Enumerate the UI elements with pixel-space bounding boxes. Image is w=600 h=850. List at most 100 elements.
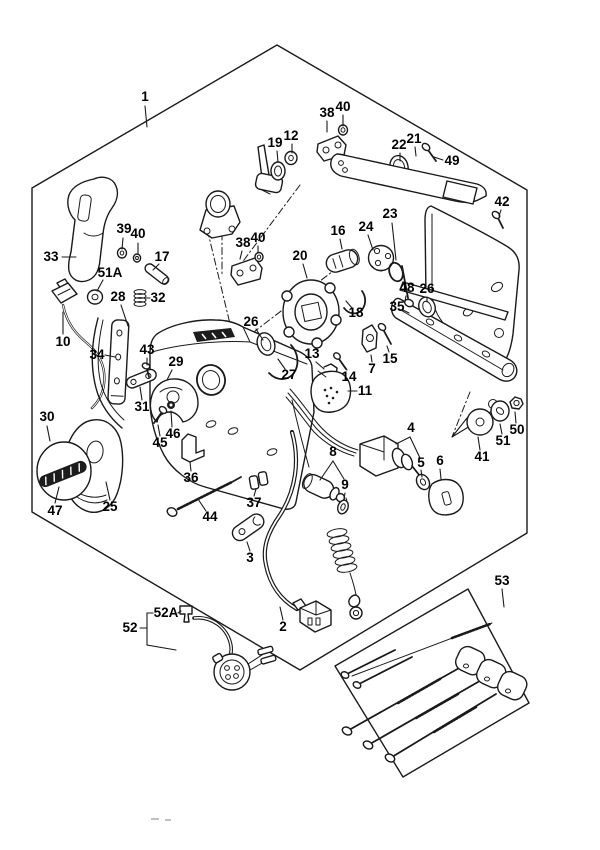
part-label-18: 18: [348, 305, 364, 320]
part-label-35: 35: [389, 299, 405, 314]
leader-line-44: [197, 498, 207, 512]
part-label-26: 26: [419, 281, 435, 296]
part-label-9: 9: [341, 477, 349, 492]
part-label-5: 5: [417, 455, 425, 470]
round-connector-52: [212, 652, 251, 691]
part-label-1: 1: [141, 89, 149, 104]
fuse-52A: [179, 605, 193, 623]
leader-line-53: [501, 588, 505, 608]
part-label-20: 20: [292, 248, 307, 263]
part-label-26: 26: [243, 314, 259, 329]
part-label-8: 8: [329, 444, 337, 459]
part-label-41: 41: [474, 449, 490, 464]
part-label-27: 27: [281, 367, 296, 382]
lanyard-coil: [326, 528, 363, 620]
part-label-29: 29: [168, 354, 183, 369]
kit-long-rod: [351, 622, 493, 677]
bracket-3: [231, 513, 265, 542]
part-label-32: 32: [150, 290, 165, 305]
leader-line-2: [279, 606, 284, 621]
leader-line-28: [120, 304, 129, 327]
screw-42: [491, 210, 504, 229]
stop-switch-8: [301, 473, 346, 503]
leader-line-13: [315, 361, 325, 370]
part-label-40: 40: [130, 226, 145, 241]
part-label-49: 49: [444, 153, 459, 168]
leader-line-51: [499, 423, 503, 435]
part-label-24: 24: [358, 219, 374, 234]
leader-line-26: [255, 328, 264, 341]
leader-line-50: [514, 411, 517, 424]
part-label-3: 3: [246, 550, 254, 565]
screw-48: [401, 265, 415, 308]
leader-line-47: [54, 486, 60, 504]
part-label-12: 12: [283, 128, 298, 143]
gasket-strip: [399, 281, 509, 321]
leader-line-29: [166, 369, 173, 381]
part-label-46: 46: [165, 426, 181, 441]
kit-box-53: [334, 588, 530, 778]
part-label-34: 34: [89, 347, 105, 362]
leader-line-14: [341, 362, 348, 371]
kit-long-screw: [362, 681, 479, 750]
kit-long-screw: [341, 666, 462, 736]
bushing-26-right: [418, 296, 436, 318]
lever-19: [254, 144, 286, 195]
bracket-38-lower: [230, 257, 263, 286]
kit-long-screw: [384, 693, 497, 763]
leader-line-7: [370, 354, 373, 363]
bezel-20: [281, 279, 342, 349]
leader-line-48: [404, 295, 407, 302]
leader-line-25: [105, 481, 111, 501]
part-label-36: 36: [183, 470, 199, 485]
part-label-21: 21: [406, 131, 422, 146]
grommet-41: [466, 408, 495, 436]
leader-line-23: [391, 222, 397, 261]
kit-rubber-caps: [454, 645, 528, 701]
leader-line-41: [477, 436, 481, 451]
part-label-42: 42: [494, 194, 509, 209]
kit-short-screws: [340, 649, 413, 689]
drum-24: [367, 244, 395, 272]
key-cover-6: [428, 478, 464, 516]
leader-line-34: [104, 354, 116, 358]
part-label-15: 15: [382, 351, 398, 366]
washer-40-lower: [254, 251, 264, 263]
leader-line-31: [139, 386, 143, 401]
part-label-40: 40: [250, 230, 265, 245]
shift-arm-inner: [97, 319, 125, 421]
pin-17: [144, 263, 170, 286]
screw-45: [153, 405, 168, 424]
part-label-30: 30: [39, 409, 54, 424]
circlip-18: [343, 290, 366, 315]
part-label-23: 23: [382, 206, 398, 221]
washer-39: [116, 247, 128, 259]
part-label-19: 19: [267, 135, 282, 150]
part-label-25: 25: [102, 499, 118, 514]
part-label-13: 13: [304, 346, 320, 361]
switch-10: [51, 278, 106, 410]
leader-line-1: [144, 105, 148, 128]
bracket-7: [361, 324, 378, 353]
part-label-43: 43: [139, 342, 155, 357]
part-label-16: 16: [330, 223, 346, 238]
part-label-52A: 52A: [154, 605, 179, 620]
leader-line-37: [253, 488, 257, 497]
part-label-39: 39: [116, 221, 131, 236]
leader-line-15: [386, 345, 390, 353]
leader-line-21: [414, 146, 417, 157]
part-label-28: 28: [110, 289, 126, 304]
cable-2: [262, 429, 332, 633]
part-label-44: 44: [202, 509, 218, 524]
leader-line-46: [170, 410, 173, 428]
clip-36: [181, 433, 205, 463]
cap-30: [36, 441, 92, 501]
part-label-4: 4: [407, 420, 415, 435]
leader-line-35: [402, 309, 410, 314]
part-label-51A: 51A: [98, 265, 123, 280]
spade-terminal: [260, 654, 277, 665]
leader-line-52A: [177, 610, 182, 614]
washer-51A: [86, 289, 104, 305]
